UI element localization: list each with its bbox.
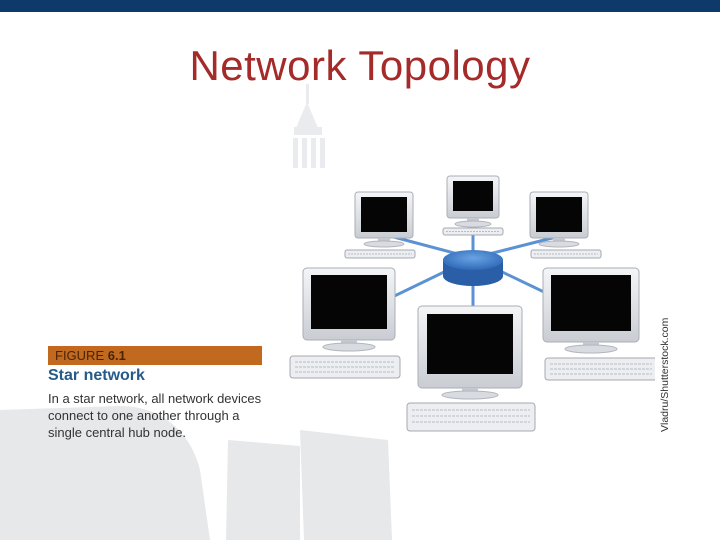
- figure-description: In a star network, all network devices c…: [48, 391, 262, 440]
- cupola-watermark: [293, 84, 325, 168]
- bg-shape-right: [300, 430, 392, 540]
- figure-title: Star network: [48, 367, 145, 384]
- star-network-diagram: [289, 175, 655, 432]
- figure-number: 6.1: [107, 348, 126, 363]
- figure-label-prefix: FIGURE: [55, 348, 108, 363]
- bg-shape-mid: [226, 440, 300, 540]
- computer-top-icon: [442, 175, 504, 236]
- image-credit: Vladru/Shutterstock.com: [659, 317, 671, 432]
- slide-title: Network Topology: [189, 42, 531, 89]
- top-bar: [0, 0, 720, 12]
- computer-left-icon: [289, 267, 401, 379]
- figure-label: FIGURE 6.1: [48, 346, 262, 365]
- computer-right-icon: [542, 267, 655, 381]
- central-hub-icon: [443, 250, 503, 286]
- computer-upper-right-icon: [529, 191, 602, 259]
- computer-upper-left-icon: [344, 191, 416, 259]
- figure-caption: FIGURE 6.1 Star network In a star networ…: [48, 346, 262, 441]
- bg-shape-left: [0, 406, 210, 540]
- computer-bottom-icon: [406, 305, 536, 432]
